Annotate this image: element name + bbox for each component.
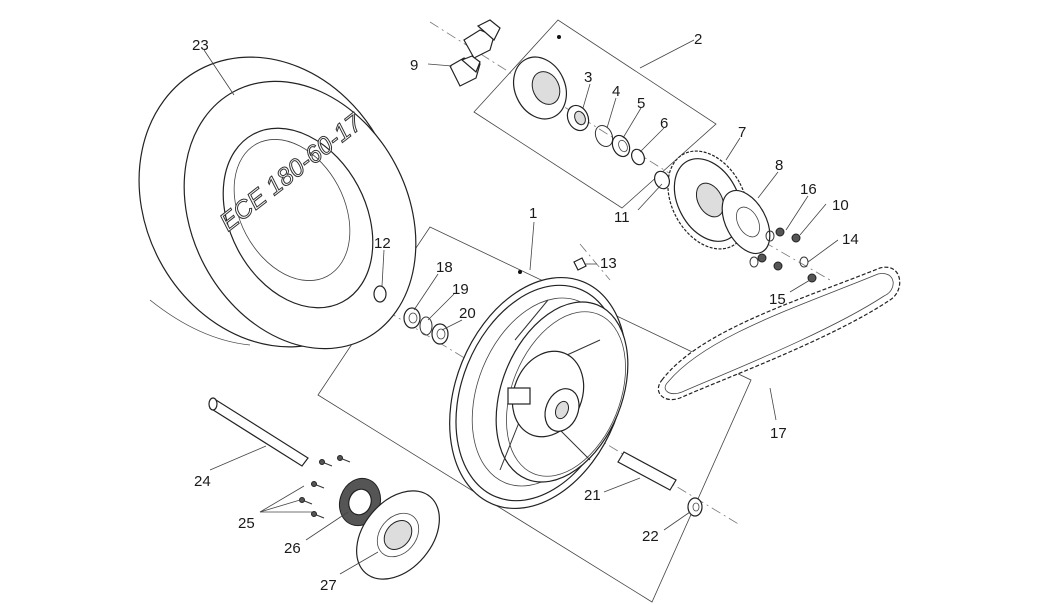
callout-23: 23 xyxy=(192,37,209,54)
callout-4: 4 xyxy=(612,83,620,100)
left-bearing-2 xyxy=(431,323,449,345)
sprocket-spacer xyxy=(654,170,670,190)
callout-17: 17 xyxy=(770,425,787,442)
callout-19: 19 xyxy=(452,281,469,298)
callout-15: 15 xyxy=(769,291,786,308)
callout-8: 8 xyxy=(775,157,783,174)
disc-carrier xyxy=(338,477,382,527)
hub-bearing xyxy=(566,104,590,132)
callout-12: 12 xyxy=(374,235,391,252)
callout-5: 5 xyxy=(637,95,645,112)
callout-7: 7 xyxy=(738,124,746,141)
callout-26: 26 xyxy=(284,540,301,557)
callout-11: 11 xyxy=(614,209,630,226)
callout-18: 18 xyxy=(436,259,453,276)
tire: ECE 180-60-17 xyxy=(138,56,417,350)
leader-lines xyxy=(203,39,839,575)
left-circlip xyxy=(419,316,433,336)
circlip xyxy=(594,124,614,148)
drive-chain xyxy=(657,266,901,401)
callout-16: 16 xyxy=(800,181,817,198)
callout-14: 14 xyxy=(842,231,859,248)
callout-6: 6 xyxy=(660,115,668,132)
cush-drive-hub xyxy=(513,35,567,120)
brake-disc xyxy=(356,490,440,580)
left-bearing-1 xyxy=(403,307,421,329)
callout-20: 20 xyxy=(459,305,476,322)
spacer-bush xyxy=(630,148,646,166)
callout-27: 27 xyxy=(320,577,337,594)
wheel-axle xyxy=(208,397,309,467)
callout-2: 2 xyxy=(694,31,702,48)
sprocket-flange xyxy=(721,189,771,255)
callout-labels: 23 2 9 3 4 5 6 7 8 16 10 11 14 12 1 13 1… xyxy=(192,31,859,594)
left-spacer xyxy=(373,285,387,303)
callout-3: 3 xyxy=(584,69,592,86)
cush-rubber-blocks xyxy=(449,19,501,87)
callout-24: 24 xyxy=(194,473,211,490)
callout-1: 1 xyxy=(529,205,537,222)
disc-bolts xyxy=(299,455,351,519)
callout-22: 22 xyxy=(642,528,659,545)
callout-10: 10 xyxy=(832,197,849,214)
seal-ring xyxy=(611,134,631,158)
right-spacer xyxy=(687,497,703,517)
callout-13: 13 xyxy=(600,255,617,272)
wheel-hub-center xyxy=(507,350,585,438)
sprocket-nuts xyxy=(757,227,817,283)
callout-21: 21 xyxy=(584,487,601,504)
hub-group-box xyxy=(473,19,717,209)
callout-9: 9 xyxy=(410,57,418,74)
axle-spacer-sleeve xyxy=(617,451,677,491)
valve-stem xyxy=(573,257,587,271)
callout-25: 25 xyxy=(238,515,255,532)
